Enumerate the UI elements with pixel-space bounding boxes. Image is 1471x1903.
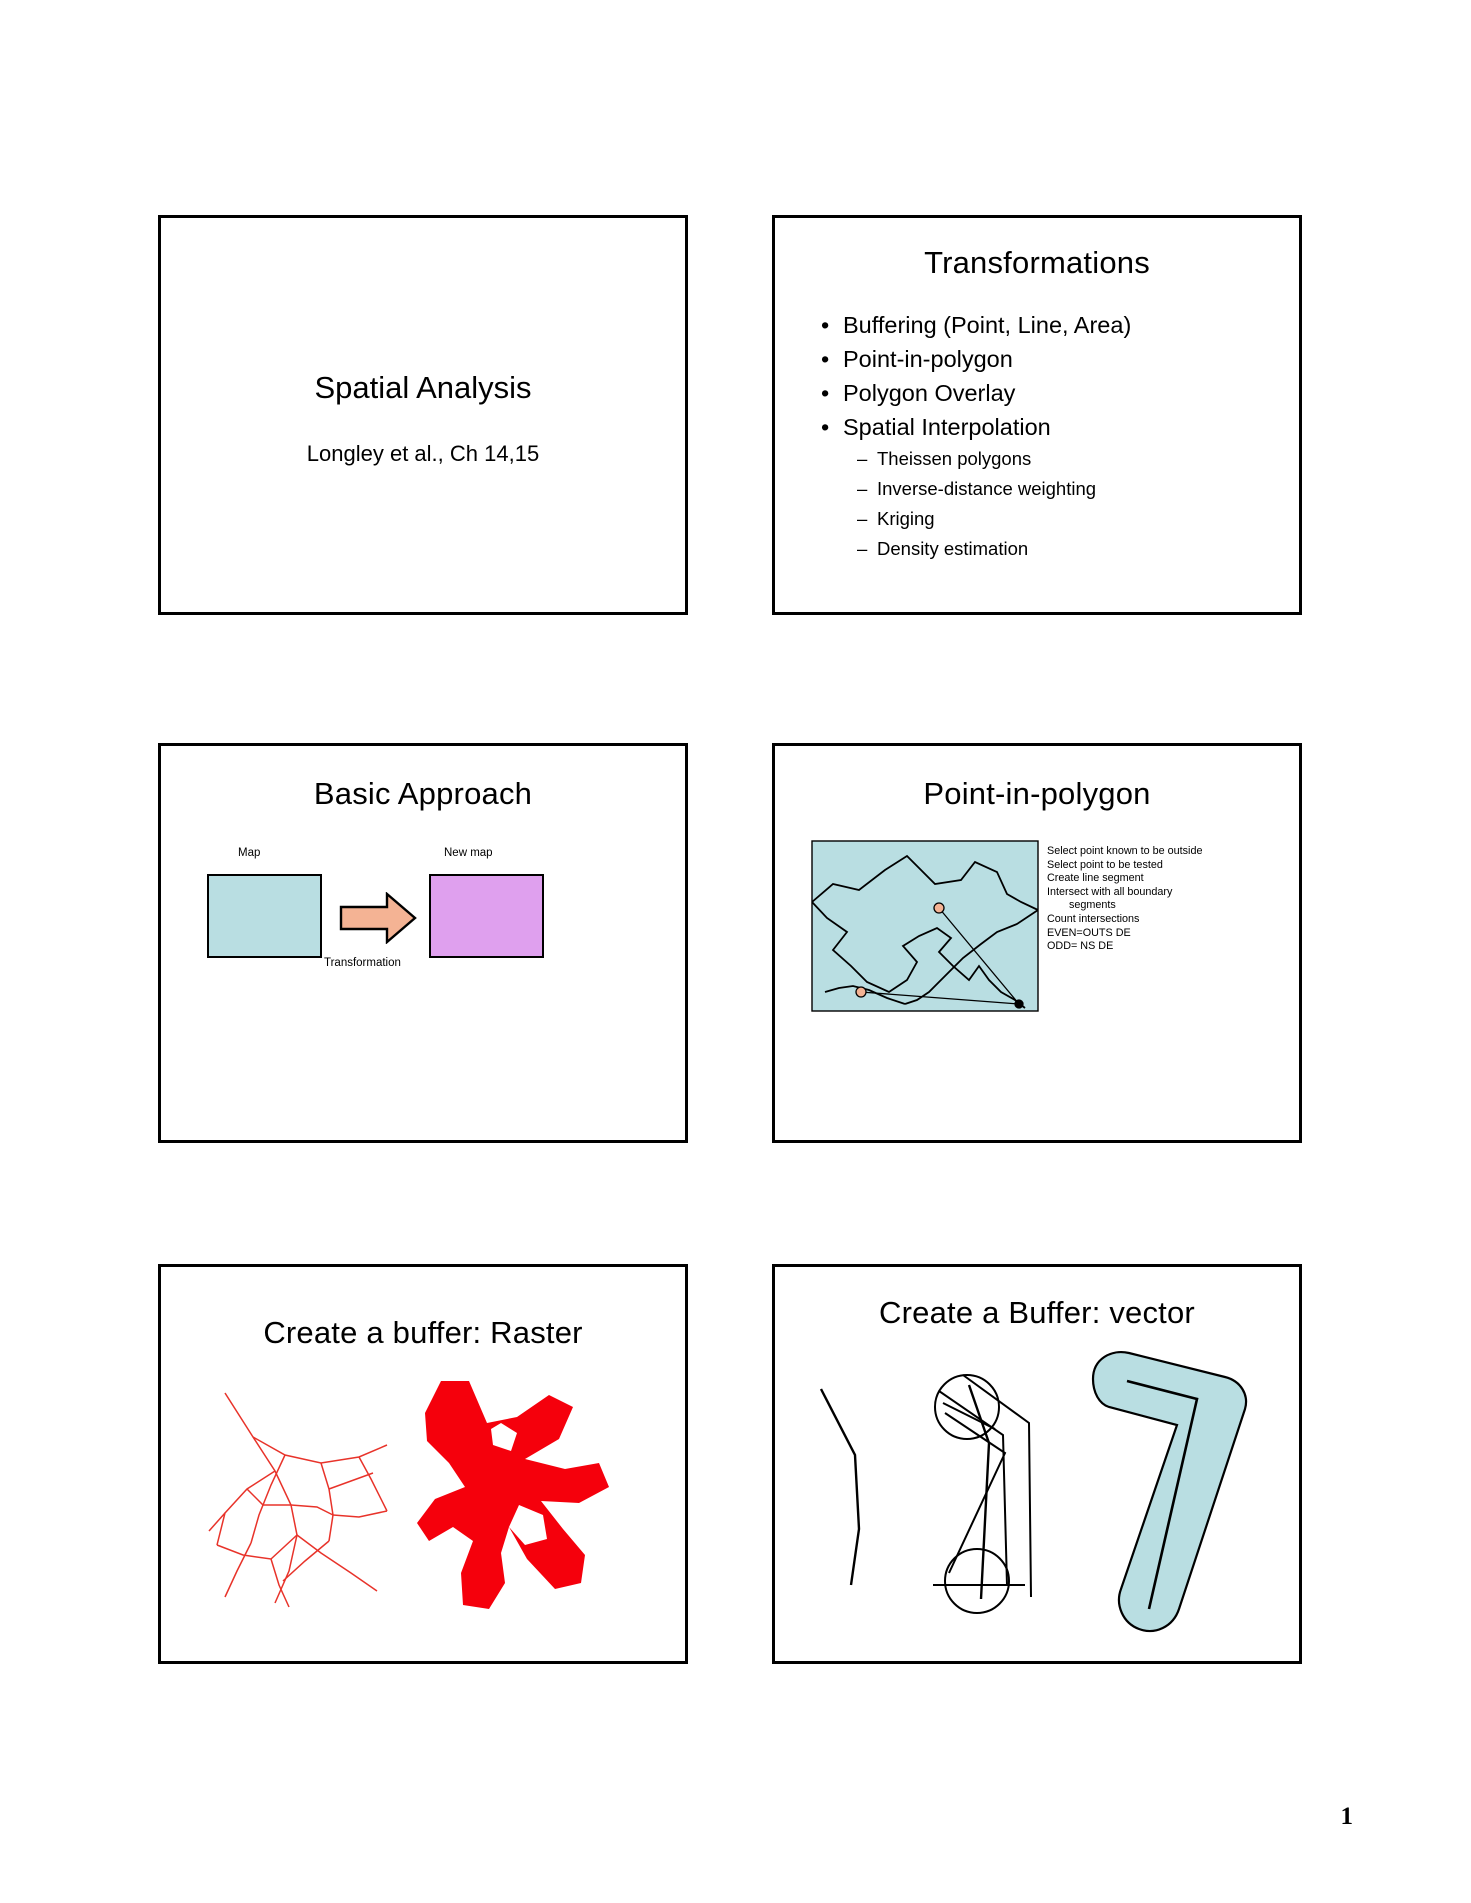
algorithm-steps: Select point known to be outside Select … bbox=[1047, 845, 1202, 954]
slide-title: Create a Buffer: vector bbox=[879, 1295, 1195, 1330]
result-map-rect bbox=[429, 874, 544, 958]
bullet-marker: • bbox=[821, 312, 830, 338]
sub-bullet-marker: – bbox=[857, 508, 868, 529]
bullet-label: Polygon Overlay bbox=[843, 380, 1016, 406]
bullet-marker: • bbox=[821, 380, 830, 406]
vector-buffer-graphic bbox=[819, 1351, 1248, 1633]
step-line: Intersect with all boundary bbox=[1047, 885, 1173, 898]
step-line: ODD= NS DE bbox=[1047, 940, 1114, 953]
step-line: Create line segment bbox=[1047, 872, 1144, 885]
bullet-item: • Polygon Overlay bbox=[815, 376, 1285, 410]
sub-bullet-label: Theissen polygons bbox=[877, 448, 1032, 469]
step-line: EVEN=OUTS DE bbox=[1047, 926, 1131, 939]
transformation-diagram: Map New map Transformation bbox=[161, 746, 685, 1140]
page-number: 1 bbox=[1340, 1803, 1354, 1830]
source-map-rect bbox=[207, 874, 322, 958]
transformation-label: Transformation bbox=[324, 957, 401, 969]
slide-spatial-analysis: Spatial Analysis Longley et al., Ch 14,1… bbox=[158, 215, 688, 615]
bullet-marker: • bbox=[821, 414, 830, 440]
result-map-label: New map bbox=[444, 847, 493, 859]
sub-bullet-item: – Theissen polygons bbox=[815, 444, 1285, 474]
slide-title: Create a buffer: Raster bbox=[263, 1315, 583, 1350]
bullet-item: • Spatial Interpolation bbox=[815, 410, 1285, 444]
step-line: Select point to be tested bbox=[1047, 858, 1163, 871]
slide-point-in-polygon: Point-in-polygon Select point known to b… bbox=[772, 743, 1302, 1143]
buffer-raster-graphic bbox=[417, 1381, 609, 1609]
sub-bullet-marker: – bbox=[857, 478, 868, 499]
slide-transformations: Transformations • Buffering (Point, Line… bbox=[772, 215, 1302, 615]
step-line: Select point known to be outside bbox=[1047, 845, 1203, 857]
slide-basic-approach: Basic Approach Map New map Transformatio… bbox=[158, 743, 688, 1143]
sub-bullet-label: Inverse-distance weighting bbox=[877, 478, 1097, 499]
slide-create-buffer-vector: Create a Buffer: vector bbox=[772, 1264, 1302, 1664]
sub-bullet-item: – Density estimation bbox=[815, 534, 1285, 564]
sub-bullet-item: – Inverse-distance weighting bbox=[815, 474, 1285, 504]
source-map-label: Map bbox=[238, 847, 261, 859]
sub-bullet-label: Kriging bbox=[877, 508, 935, 529]
bullet-marker: • bbox=[821, 346, 830, 372]
slide-title: Point-in-polygon bbox=[923, 776, 1151, 811]
slide-title: Basic Approach bbox=[313, 776, 533, 811]
slide-create-buffer-raster: Create a buffer: Raster bbox=[158, 1264, 688, 1664]
bullet-label: Spatial Interpolation bbox=[843, 414, 1051, 440]
bullet-list: • Buffering (Point, Line, Area) • Point-… bbox=[815, 308, 1285, 564]
step-line: Count intersections bbox=[1047, 912, 1140, 925]
transformation-arrow-icon bbox=[339, 892, 417, 944]
sub-bullet-label: Density estimation bbox=[877, 538, 1029, 559]
road-network-graphic bbox=[208, 1392, 388, 1608]
sub-bullet-marker: – bbox=[857, 538, 868, 559]
sub-bullet-item: – Kriging bbox=[815, 504, 1285, 534]
slide-subtitle: Longley et al., Ch 14,15 bbox=[306, 441, 540, 466]
sub-bullet-marker: – bbox=[857, 448, 868, 469]
polygon-map-graphic bbox=[811, 840, 1039, 1012]
slide-title: Spatial Analysis bbox=[314, 370, 532, 405]
bullet-item: • Point-in-polygon bbox=[815, 342, 1285, 376]
slide-title: Transformations bbox=[924, 245, 1150, 280]
bullet-label: Point-in-polygon bbox=[843, 346, 1013, 372]
bullet-label: Buffering (Point, Line, Area) bbox=[843, 312, 1132, 338]
bullet-item: • Buffering (Point, Line, Area) bbox=[815, 308, 1285, 342]
step-line: segments bbox=[1069, 899, 1116, 912]
